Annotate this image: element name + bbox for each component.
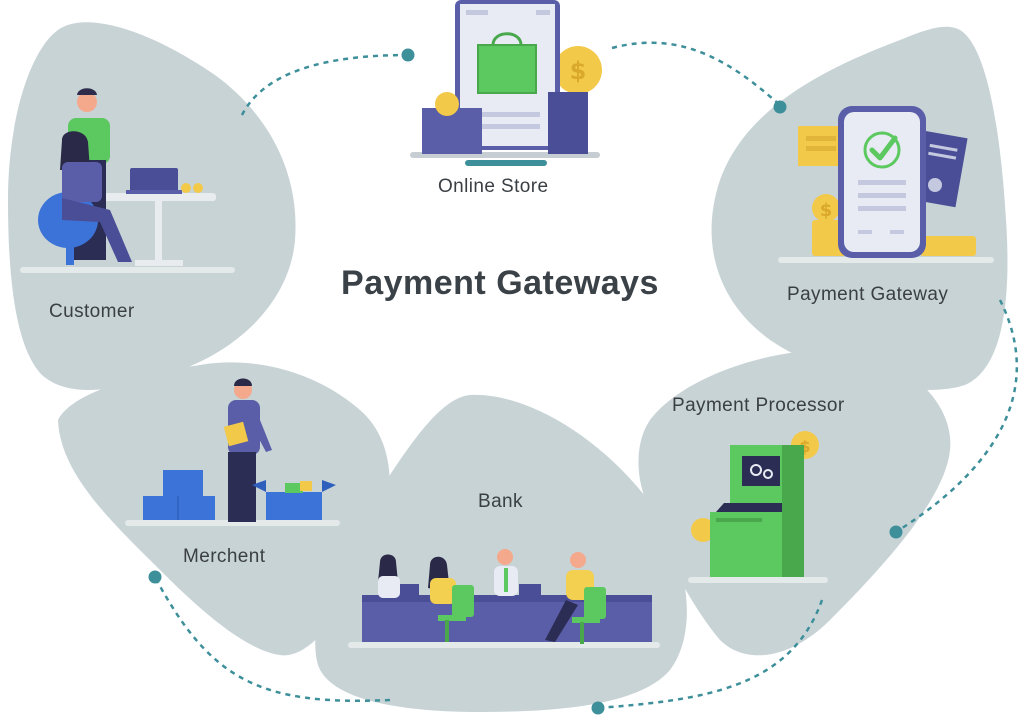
node-label-merchent: Merchent [183,546,266,567]
node-label-payment-gateway: Payment Gateway [787,284,949,305]
customer-illustration [20,88,235,273]
payment-gateway-illustration: $ [778,106,994,263]
connector-dots [148,48,903,715]
node-label-online-store: Online Store [438,176,549,197]
node-label-payment-processor: Payment Processor [672,395,845,416]
svg-text:$: $ [570,57,587,85]
merchent-blob [58,362,390,656]
node-label-customer: Customer [49,301,135,322]
diagram-title: Payment Gateways [341,264,659,302]
online-store-illustration: $ [410,0,602,166]
bank-illustration [348,549,660,648]
payment-processor-illustration: $ [688,431,828,583]
connector-lines [153,41,1019,710]
customer-blob [8,22,296,390]
node-label-bank: Bank [478,491,523,512]
svg-text:$: $ [799,437,810,456]
merchent-illustration [125,378,340,526]
svg-text:$: $ [820,200,833,221]
